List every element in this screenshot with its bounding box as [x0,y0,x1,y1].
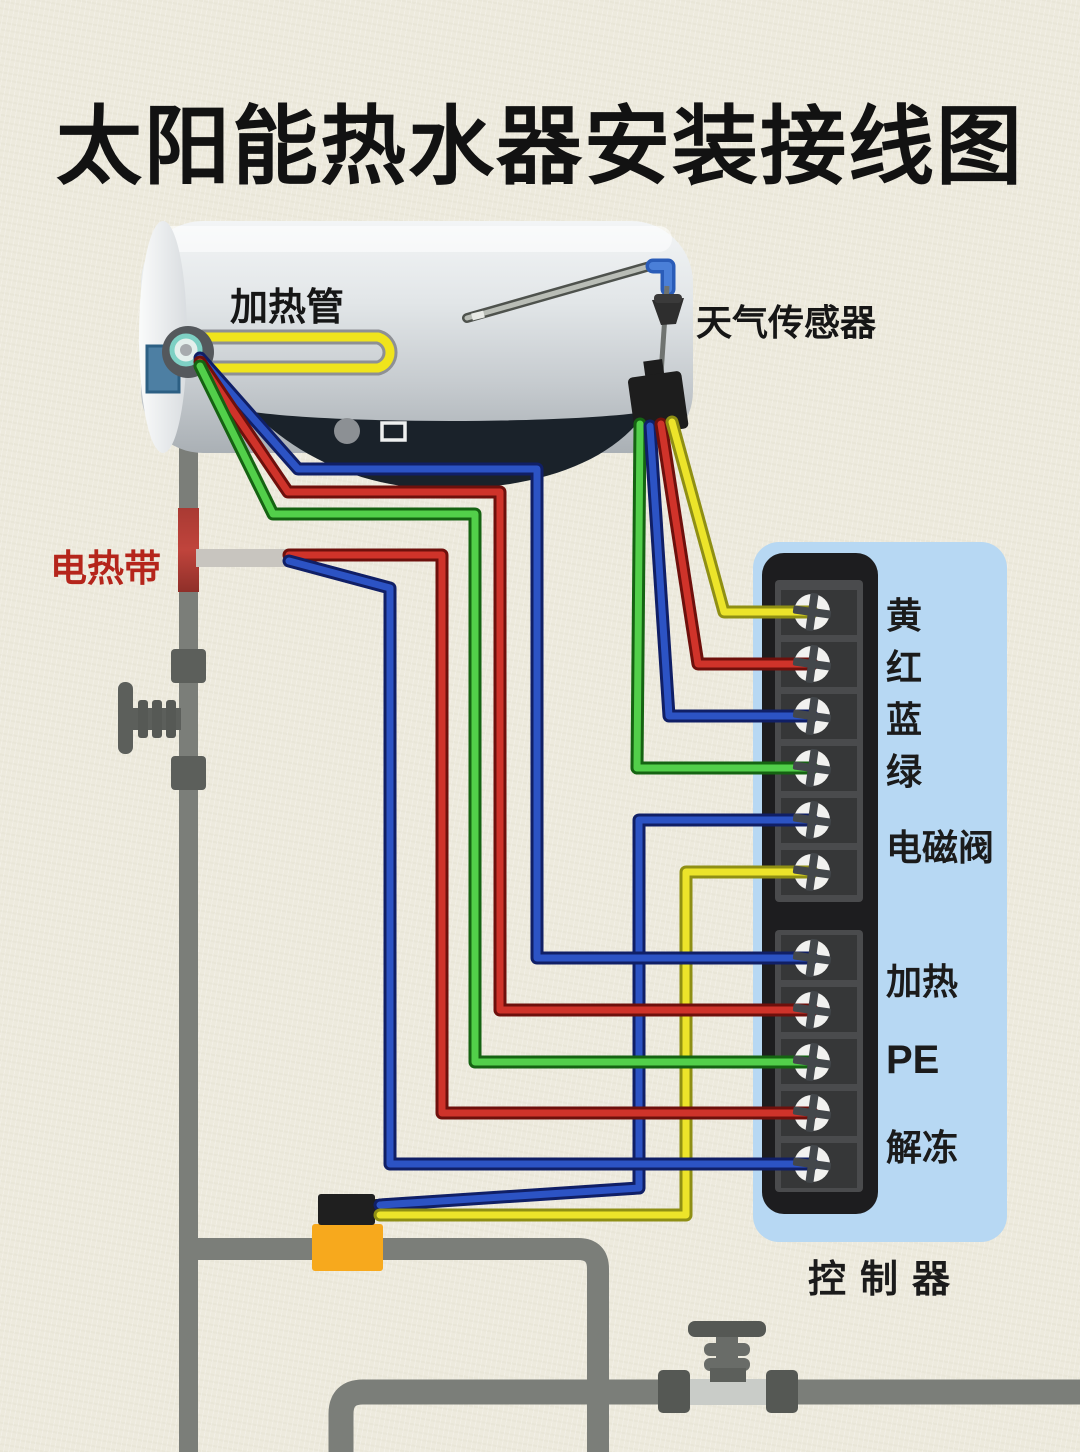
water-heater-tank [139,221,693,489]
pipe-valve-handle [118,682,181,754]
wire-belt-blue-defrost [282,554,819,1171]
wire-tank-red [193,355,819,1017]
terminal-label-defrost: 解冻 [886,1127,959,1168]
controller-panel [753,542,1007,1242]
sensor-collar [652,298,684,325]
wire-tank-blue-heating [193,351,819,965]
heating-tube-label: 加热管 [230,287,345,329]
page-title: 太阳能热水器安装接线图 [56,99,1024,195]
wire-solenoid-yellow [373,865,819,1222]
wire-belt-red [282,548,819,1120]
terminal-label-red: 红 [886,647,923,688]
weather-sensor-label: 天气传感器 [696,302,877,343]
terminal-label-yellow: 黄 [886,595,923,636]
terminal-label-heating: 加热 [886,961,959,1002]
terminal-screw-crosses [792,592,832,1184]
heating-belt-pipe-section [178,508,199,592]
solenoid-valve [312,1194,386,1271]
main-vertical-pipe [179,370,198,1452]
pipe-coupling [171,649,206,683]
solenoid-valve-cap [318,1194,375,1225]
valve-handle-bar [688,1321,766,1337]
pipe-horizontal-upper [186,1238,609,1452]
water-pipes [118,370,1080,1452]
display-dot [334,418,360,444]
heating-tube [195,329,398,376]
wire-tank-green-pe [193,359,819,1069]
tank-left-cap [139,221,187,453]
wire-sensor-red [654,417,819,671]
display-window [380,421,407,442]
terminal-label-green: 绿 [886,751,923,792]
wire-sensor-green [630,417,819,775]
sensor-rod [464,261,660,321]
heating-belt-label: 电热带 [50,548,161,589]
tank-display-panel [253,412,646,489]
wire-sensor-blue [643,419,819,723]
terminal-label-pe: PE [886,1038,940,1082]
terminal-label-blue: 蓝 [886,699,923,740]
solenoid-valve-body [312,1224,383,1271]
heating-belt-band [196,549,293,567]
controller-label: 控制器 [808,1259,965,1301]
wire-sensor-yellow [665,415,819,619]
pipe-coupling [171,756,206,790]
sensor-rod-tip [471,310,485,321]
terminal-label-solenoid: 电磁阀 [886,827,995,868]
water-tap-valve [658,1321,798,1413]
pipe-horizontal-lower [328,1379,1080,1452]
